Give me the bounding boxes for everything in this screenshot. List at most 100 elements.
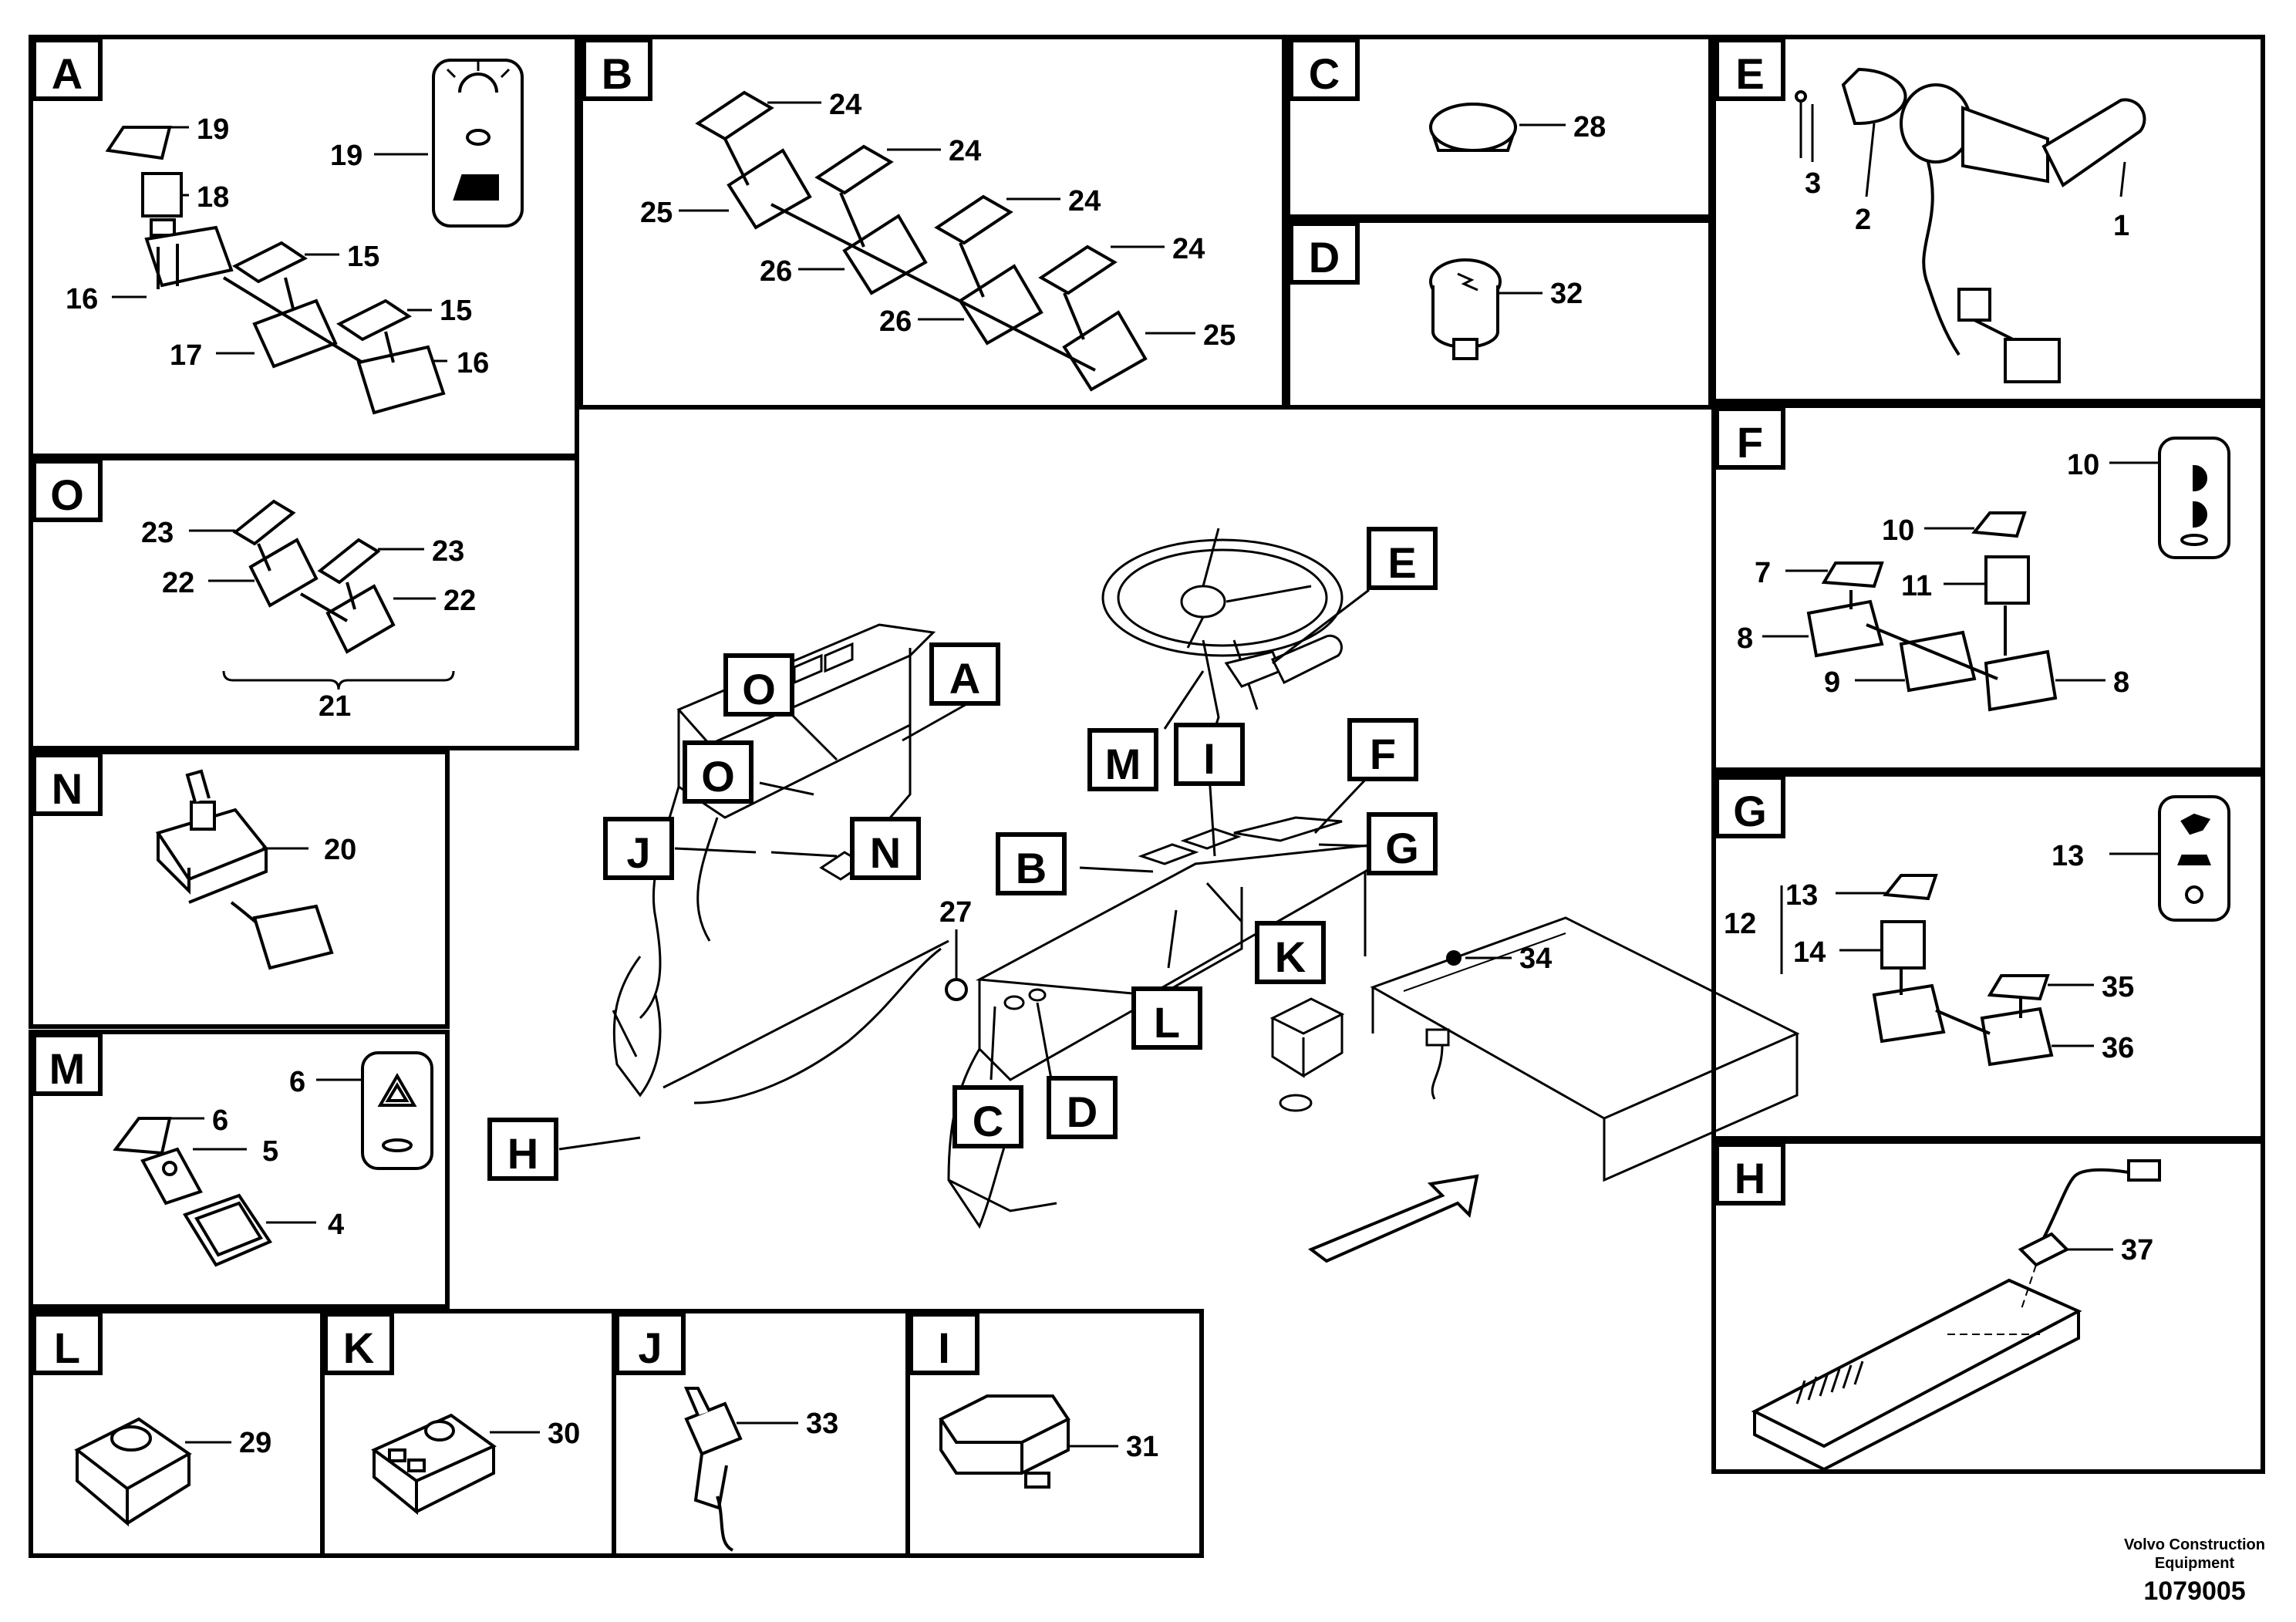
panel-i-drawing	[939, 1394, 1118, 1489]
label-4: 4	[328, 1209, 344, 1241]
callout-f: F	[1347, 718, 1418, 781]
label-10b: 10	[1882, 514, 1914, 547]
label-10: 10	[2067, 449, 2099, 481]
panel-label-i: I	[909, 1312, 979, 1375]
callout-h: H	[487, 1118, 558, 1181]
switch-panel-31	[939, 1394, 1070, 1444]
svg-text:C: C	[1309, 49, 1340, 98]
label-29: 29	[239, 1427, 271, 1459]
label-15b: 15	[440, 295, 472, 327]
label-25: 25	[640, 197, 673, 229]
panel-f-callouts	[1762, 461, 2159, 682]
switch-housing-22	[248, 538, 319, 608]
label-33: 33	[806, 1408, 838, 1440]
svg-text:I: I	[938, 1324, 950, 1372]
callout-d: D	[1047, 1076, 1118, 1139]
svg-text:A: A	[949, 654, 980, 703]
switch-face-6	[361, 1051, 433, 1170]
panel-label-g: G	[1714, 775, 1785, 838]
svg-text:F: F	[1737, 418, 1763, 467]
svg-text:M: M	[1105, 740, 1141, 788]
svg-text:K: K	[1275, 932, 1306, 981]
svg-text:N: N	[52, 764, 83, 813]
panel-label-k: K	[323, 1312, 394, 1375]
svg-text:E: E	[1387, 538, 1416, 587]
svg-text:I: I	[1203, 734, 1215, 783]
label-26: 26	[760, 255, 792, 288]
label-12: 12	[1724, 908, 1756, 940]
callout-o-lower: O	[683, 740, 754, 804]
label-3: 3	[1805, 167, 1821, 200]
label-24b: 24	[949, 135, 981, 167]
callout-m: M	[1087, 728, 1158, 791]
switch-cap-35	[1987, 974, 2050, 1001]
switch-cap-24	[695, 90, 774, 141]
callout-c: C	[952, 1085, 1023, 1148]
label-13: 13	[2052, 840, 2084, 872]
panel-g-callouts	[1836, 852, 2159, 1047]
label-15: 15	[347, 241, 379, 273]
svg-text:B: B	[1016, 844, 1047, 892]
drawing-number: 1079005	[2143, 1576, 2246, 1606]
panel-label-n: N	[32, 753, 103, 816]
panel-m-callouts	[166, 1078, 362, 1224]
label-34: 34	[1519, 943, 1552, 975]
main-assembly-drawing	[612, 528, 1800, 1229]
switch-cap-24b	[814, 144, 894, 195]
label-26b: 26	[879, 305, 912, 338]
connector-37	[2127, 1159, 2161, 1182]
label-35: 35	[2102, 971, 2134, 1003]
switch-housing-36	[1872, 983, 1946, 1044]
label-23b: 23	[432, 535, 464, 568]
panel-label-e: E	[1714, 38, 1785, 101]
svg-text:K: K	[343, 1324, 374, 1372]
label-11: 11	[1901, 570, 1932, 602]
letter-boxes: A B C D E O F N	[32, 38, 1785, 1375]
switch-cap-23	[232, 499, 296, 546]
switch-body-11	[1984, 555, 2030, 605]
label-8b: 8	[2113, 666, 2129, 699]
svg-text:F: F	[1370, 730, 1396, 778]
svg-text:B: B	[602, 49, 632, 98]
connector-b	[2004, 338, 2061, 383]
switch-housing-16b	[356, 345, 446, 415]
label-24: 24	[829, 89, 861, 121]
svg-text:J: J	[626, 828, 650, 877]
label-7: 7	[1755, 557, 1771, 589]
panel-n-drawing	[155, 769, 334, 970]
switch-cap-23b	[317, 538, 381, 585]
svg-text:G: G	[1385, 824, 1419, 872]
label-16b: 16	[457, 347, 489, 379]
label-22: 22	[162, 567, 194, 599]
label-9: 9	[1824, 666, 1840, 699]
connector-20	[252, 904, 334, 970]
panel-a-callouts	[112, 126, 447, 363]
main-callout-lines	[558, 588, 1512, 1151]
label-14: 14	[1793, 936, 1826, 969]
label-27: 27	[939, 896, 972, 929]
panel-o-callouts	[189, 529, 436, 600]
panel-j-drawing	[683, 1387, 798, 1552]
switch-body-5	[140, 1147, 203, 1206]
label-16: 16	[66, 283, 98, 315]
label-18: 18	[197, 181, 229, 214]
panel-label-m: M	[32, 1033, 103, 1096]
label-22b: 22	[443, 585, 476, 617]
toggle-switch-33	[684, 1401, 743, 1456]
switch-housing-9	[1899, 630, 1977, 693]
panel-c-drawing	[1428, 103, 1566, 152]
label-24d: 24	[1172, 233, 1205, 265]
label-17: 17	[170, 339, 202, 372]
panel-label-f: F	[1714, 406, 1785, 470]
switch-housing-25b	[1062, 310, 1148, 392]
steering-wheel	[1101, 538, 1344, 657]
panel-b-callouts	[679, 101, 1195, 335]
label-8: 8	[1737, 622, 1753, 655]
switch-cap-15b	[336, 298, 412, 342]
panel-label-l: L	[32, 1312, 103, 1375]
label-36: 36	[2102, 1032, 2134, 1064]
plug-34	[1446, 950, 1462, 966]
label-1: 1	[2113, 210, 2129, 242]
svg-text:L: L	[54, 1324, 80, 1372]
switch-cap-24c	[934, 194, 1013, 245]
